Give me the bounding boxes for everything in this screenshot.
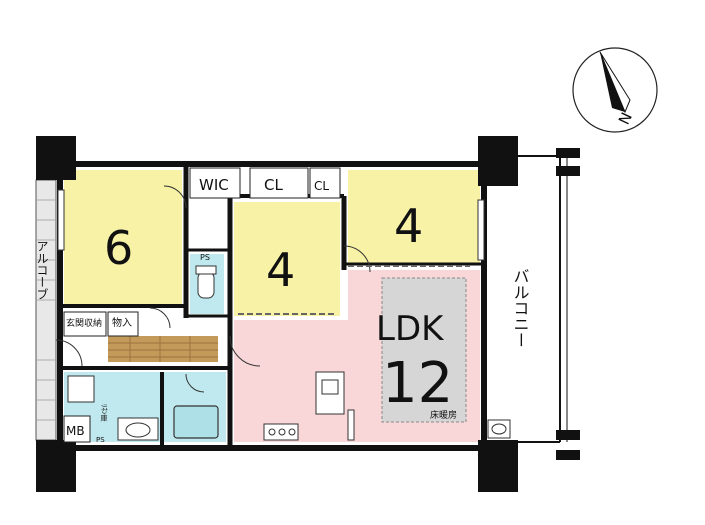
ldk-label: LDK	[376, 309, 445, 349]
floor-heating-label: 床暖房	[430, 409, 457, 421]
bathtub	[173, 405, 219, 439]
alcove-label: アルコーブ	[35, 240, 49, 300]
pillar-top-right	[478, 136, 518, 186]
room-western-6-size: 6	[104, 221, 133, 275]
entrance-storage-label: 玄関収納	[66, 317, 102, 329]
entrance-storage-box	[63, 311, 107, 337]
washbasin	[117, 417, 159, 441]
pillar-bottom-right	[478, 440, 518, 492]
closet-wic	[189, 167, 241, 199]
pillar-bottom-left	[36, 440, 76, 492]
kitchen	[263, 371, 355, 441]
closet-cl-2	[309, 167, 341, 199]
balcony	[516, 148, 580, 460]
storeroom-box	[107, 311, 139, 337]
door-swings	[55, 185, 371, 393]
window-4-right	[477, 199, 485, 261]
mb-label: MB	[66, 424, 85, 438]
cl-label-2: CL	[314, 179, 329, 193]
laundry-pan	[67, 375, 95, 403]
linen-label: ﾘﾈﾝ庫	[100, 404, 108, 423]
room-western-4-right-fill	[348, 170, 480, 264]
floor-heating-area	[381, 277, 467, 423]
balcony-sink	[487, 419, 511, 439]
compass-needle-light	[599, 51, 631, 114]
closet-cl-1	[249, 167, 309, 199]
room-western-4-right-size: 4	[394, 199, 423, 253]
wic-label: WIC	[199, 176, 229, 194]
cl-label-1: CL	[264, 176, 283, 194]
ps-small-label: PS	[96, 436, 105, 444]
window-6	[57, 189, 65, 251]
mb-box	[63, 415, 91, 443]
room-western-4-mid-fill	[234, 202, 340, 316]
ldk-size: 12	[382, 351, 453, 416]
toilet-fixture	[195, 265, 217, 299]
compass: N	[572, 47, 658, 133]
ps-label: PS	[200, 253, 210, 262]
room-western-6-fill	[64, 170, 182, 304]
entrance-floor	[108, 336, 218, 362]
room-western-4-mid-size: 4	[266, 243, 295, 297]
alcove-strip	[35, 179, 57, 441]
pillar-top-left	[36, 136, 76, 180]
storeroom-label: 物入	[112, 316, 132, 329]
balcony-label: バルコニー	[511, 268, 530, 348]
